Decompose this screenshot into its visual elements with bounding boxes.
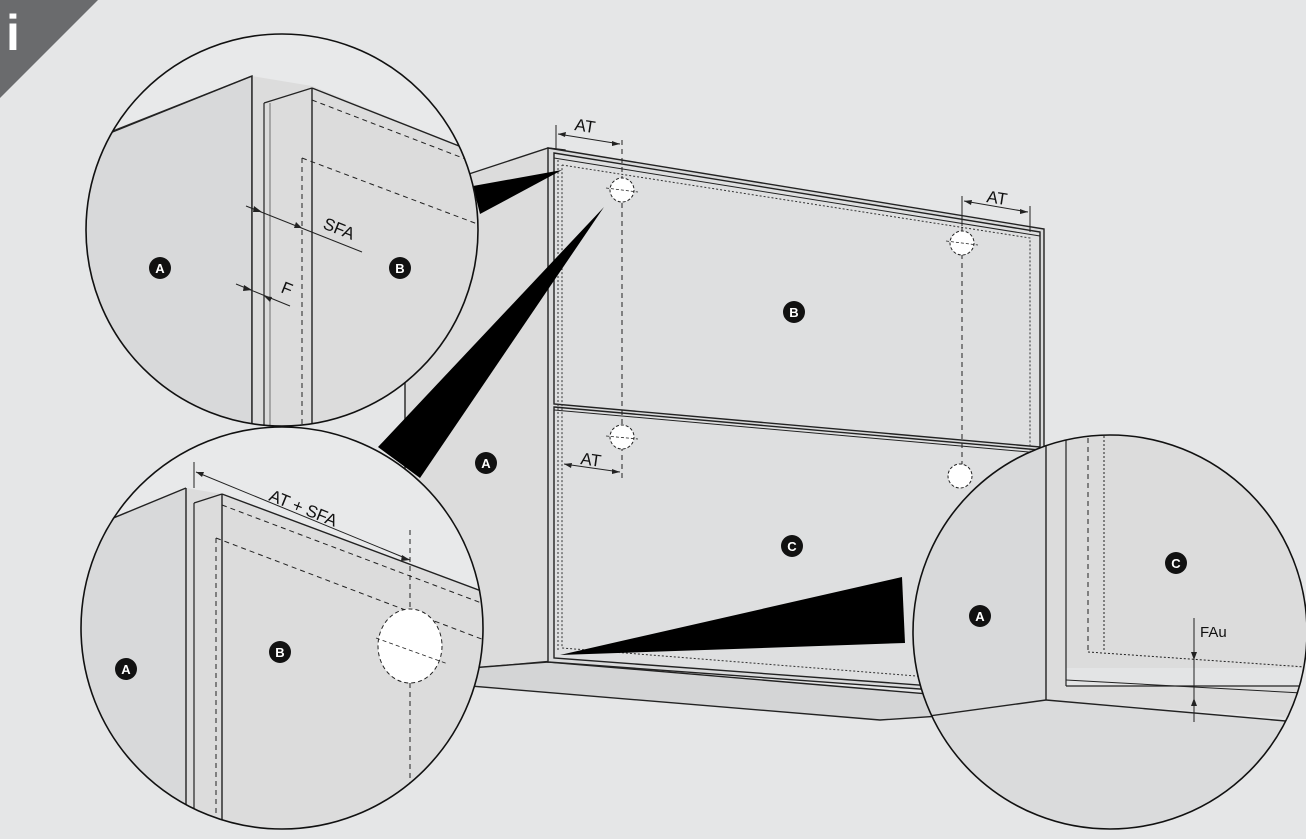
svg-text:A: A bbox=[121, 662, 131, 677]
info-icon: i bbox=[6, 5, 20, 61]
svg-text:A: A bbox=[481, 456, 491, 471]
svg-text:A: A bbox=[975, 609, 985, 624]
svg-text:AT: AT bbox=[985, 187, 1008, 209]
marker-a: A bbox=[115, 658, 137, 680]
front-panel-b bbox=[553, 152, 1041, 448]
pointer-wedge-right bbox=[560, 577, 905, 655]
svg-text:C: C bbox=[1171, 556, 1181, 571]
pointer-wedge-top-left bbox=[473, 170, 562, 214]
svg-text:B: B bbox=[789, 305, 798, 320]
svg-text:C: C bbox=[787, 539, 797, 554]
dimension-at-top-left: AT bbox=[555, 115, 621, 150]
label-fau: FAu bbox=[1200, 624, 1227, 641]
dimension-at-top-right: AT bbox=[961, 187, 1031, 232]
marker-b: B bbox=[783, 301, 805, 323]
hinge-cup bbox=[605, 424, 639, 450]
hinge-cup bbox=[605, 177, 639, 203]
marker-a: A bbox=[475, 452, 497, 474]
hinge-cup bbox=[947, 463, 973, 489]
detail-bottom-left: AT + SFA A B bbox=[80, 426, 484, 830]
svg-text:A: A bbox=[155, 261, 165, 276]
info-badge: i bbox=[0, 0, 98, 98]
hinge-cup-detail bbox=[375, 608, 449, 684]
marker-a: A bbox=[149, 257, 171, 279]
marker-c: C bbox=[1165, 552, 1187, 574]
dimension-at-mid: AT bbox=[563, 449, 621, 474]
hinge-cup bbox=[945, 230, 979, 256]
svg-text:B: B bbox=[275, 645, 284, 660]
marker-b: B bbox=[389, 257, 411, 279]
marker-c: C bbox=[781, 535, 803, 557]
pointer-wedge-bottom-left bbox=[378, 207, 604, 478]
svg-text:AT: AT bbox=[579, 449, 602, 471]
svg-text:B: B bbox=[395, 261, 404, 276]
svg-text:AT: AT bbox=[573, 115, 596, 137]
marker-b: B bbox=[269, 641, 291, 663]
marker-a: A bbox=[969, 605, 991, 627]
